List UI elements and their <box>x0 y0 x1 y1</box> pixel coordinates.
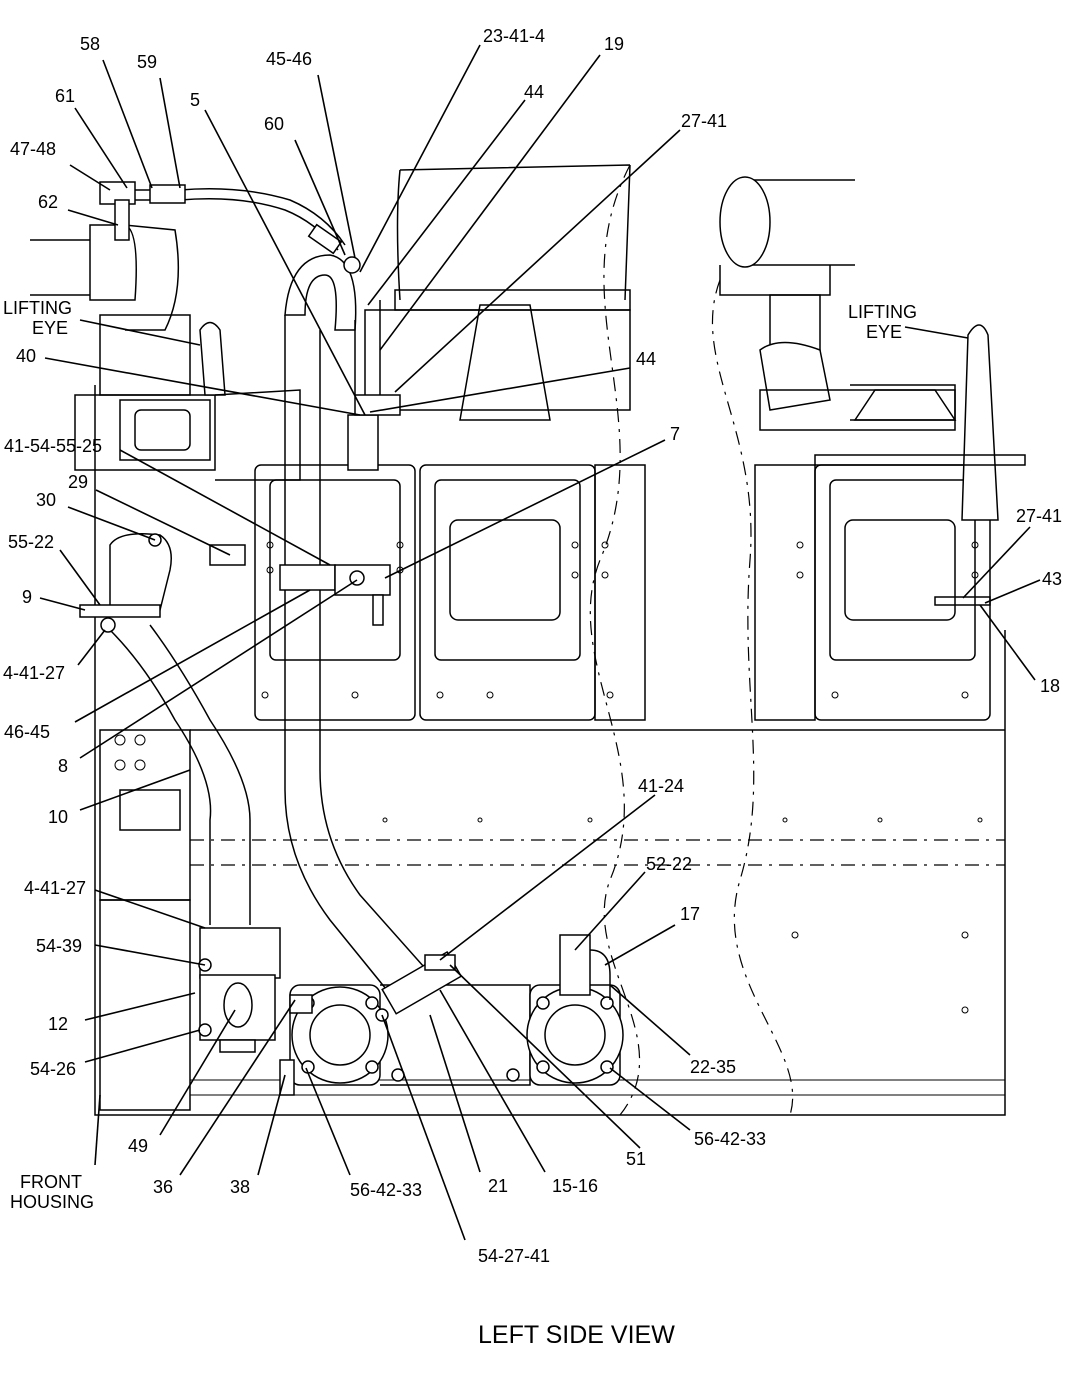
callout-52-22: 52-22 <box>646 854 692 874</box>
callout-55-22: 55-22 <box>8 532 54 552</box>
callout-54-26: 54-26 <box>30 1059 76 1079</box>
callout-56-42-33-left: 56-42-33 <box>350 1180 422 1200</box>
callout-4-41-27-upper: 4-41-27 <box>3 663 65 683</box>
callout-10: 10 <box>48 807 68 827</box>
callout-4-41-27-lower: 4-41-27 <box>24 878 86 898</box>
left-turbo-assembly <box>30 224 301 481</box>
leader-lines <box>39 44 1041 1241</box>
callout-22-35: 22-35 <box>690 1057 736 1077</box>
callout-56-42-33-right: 56-42-33 <box>694 1129 766 1149</box>
note-lifting-eye-left-line1: LIFTING <box>3 298 72 318</box>
callout-46-45: 46-45 <box>4 722 50 742</box>
right-turbo-assembly <box>719 176 1026 606</box>
callout-41-24: 41-24 <box>638 776 684 796</box>
callout-labels: 58 59 61 47-48 62 5 60 45-46 23-41-4 19 … <box>3 26 1062 1266</box>
callout-45-46: 45-46 <box>266 49 312 69</box>
oil-line <box>99 181 346 255</box>
callout-54-27-41: 54-27-41 <box>478 1246 550 1266</box>
callout-60: 60 <box>264 114 284 134</box>
callout-36: 36 <box>153 1177 173 1197</box>
callout-27-41-top: 27-41 <box>681 111 727 131</box>
callout-5: 5 <box>190 90 200 110</box>
callout-21: 21 <box>488 1176 508 1196</box>
callout-47-48: 47-48 <box>10 139 56 159</box>
callout-29: 29 <box>68 472 88 492</box>
callout-18: 18 <box>1040 676 1060 696</box>
note-front-housing-line1: FRONT <box>20 1172 82 1192</box>
callout-38: 38 <box>230 1177 250 1197</box>
callout-19: 19 <box>604 34 624 54</box>
break-lines <box>589 164 794 1116</box>
note-labels: LIFTING EYE LIFTING EYE FRONT HOUSING <box>3 298 917 1212</box>
callout-51: 51 <box>626 1149 646 1169</box>
callout-62: 62 <box>38 192 58 212</box>
note-lifting-eye-left-line2: EYE <box>32 318 68 338</box>
left-elbow-tube <box>79 533 251 925</box>
callout-27-41-right: 27-41 <box>1016 506 1062 526</box>
callout-41-54-55-25: 41-54-55-25 <box>4 436 102 456</box>
callout-58: 58 <box>80 34 100 54</box>
callout-23-41-4: 23-41-4 <box>483 26 545 46</box>
callout-44-top: 44 <box>524 82 544 102</box>
note-lifting-eye-right-line1: LIFTING <box>848 302 917 322</box>
callout-61: 61 <box>55 86 75 106</box>
callout-44-mid: 44 <box>636 349 656 369</box>
center-tube <box>284 254 441 1001</box>
view-title: LEFT SIDE VIEW <box>478 1321 675 1349</box>
tube-clamp <box>209 544 391 626</box>
callout-12: 12 <box>48 1014 68 1034</box>
note-front-housing-line2: HOUSING <box>10 1192 94 1212</box>
callout-8: 8 <box>58 756 68 776</box>
callout-17: 17 <box>680 904 700 924</box>
callout-7: 7 <box>670 424 680 444</box>
callout-9: 9 <box>22 587 32 607</box>
engine-block <box>74 164 1006 1116</box>
callout-49: 49 <box>128 1136 148 1156</box>
bottom-manifold <box>198 927 624 1096</box>
note-lifting-eye-right-line2: EYE <box>866 322 902 342</box>
callout-30: 30 <box>36 490 56 510</box>
callout-43: 43 <box>1042 569 1062 589</box>
callout-54-39: 54-39 <box>36 936 82 956</box>
callout-40: 40 <box>16 346 36 366</box>
callout-59: 59 <box>137 52 157 72</box>
callout-15-16: 15-16 <box>552 1176 598 1196</box>
